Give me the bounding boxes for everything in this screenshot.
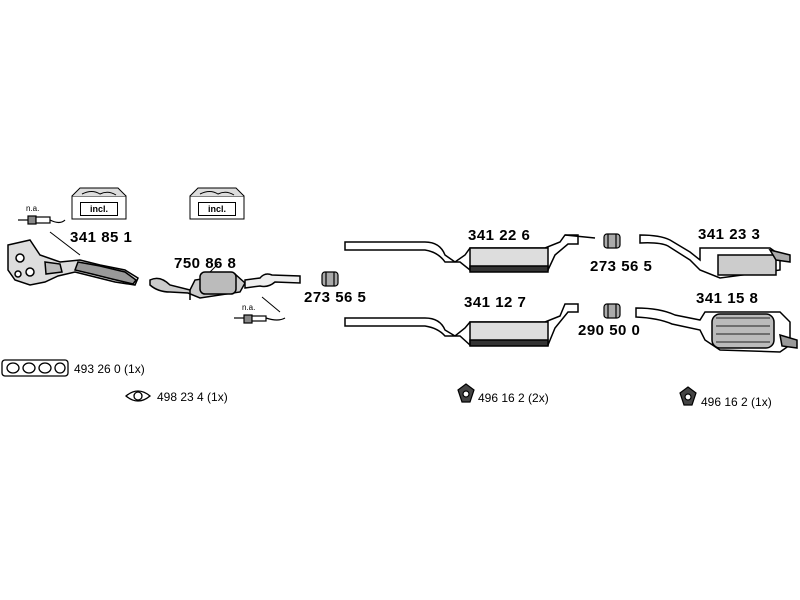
part-label-341127: 341 12 7 [464,294,527,311]
part-label-273565-right: 273 56 5 [590,258,653,275]
exhaust-manifold [7,239,139,286]
part-label-341233: 341 23 3 [698,226,761,243]
part-label-341226: 341 22 6 [468,227,531,244]
rear-silencer-upper [639,234,791,279]
part-label-273565-left: 273 56 5 [304,289,367,306]
part-label-341851: 341 85 1 [70,229,133,246]
catalytic-converter [149,271,301,300]
incl-label: incl. [80,202,118,216]
flange-gasket-icon [124,390,152,402]
rear-silencer-lower [635,307,798,353]
gasket-label-498234: 498 23 4 (1x) [157,390,228,404]
clamp-icon-3 [603,303,621,319]
clamp-icon-2 [603,233,621,249]
leader-line-341851 [49,231,81,256]
oxygen-sensor-1 [18,215,66,225]
incl-label: incl. [198,202,236,216]
part-label-341158: 341 15 8 [696,290,759,307]
leader-line-sensor2 [261,296,281,313]
clamp-icon-1 [321,271,339,287]
leader-line-750868 [209,263,219,273]
middle-silencer-lower [344,303,579,347]
incl-kit-box-2: incl. [188,186,246,220]
hanger-label-496162-1x: 496 16 2 (1x) [701,395,772,409]
part-label-290500: 290 50 0 [578,322,641,339]
rubber-hanger-icon-2 [679,386,697,406]
oxygen-sensor-2 [234,314,286,324]
gasket-label-493260: 493 26 0 (1x) [74,362,145,376]
not-available-note-2: n.a. [242,303,256,312]
manifold-gasket-icon [1,359,69,377]
middle-silencer-upper [344,234,596,273]
part-label-750868: 750 86 8 [174,255,237,272]
hanger-label-496162-2x: 496 16 2 (2x) [478,391,549,405]
rubber-hanger-icon-1 [457,383,475,403]
not-available-note-1: n.a. [26,204,40,213]
incl-kit-box-1: incl. [70,186,128,220]
